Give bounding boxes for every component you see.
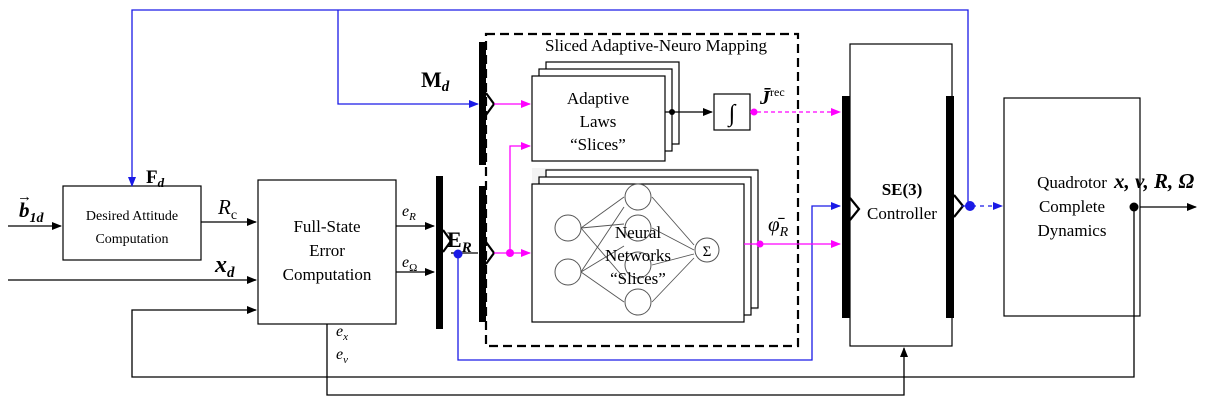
quadrotor-label-2: Complete xyxy=(1039,197,1105,216)
j-rec-label: J̄rec xyxy=(759,85,785,109)
full-state-error-label-2: Error xyxy=(309,241,345,260)
ev-label: ev xyxy=(336,346,348,366)
controller-output-bar xyxy=(946,96,965,318)
er-to-controller-wire xyxy=(457,202,841,361)
sum-symbol: Σ xyxy=(703,244,712,260)
neural-networks-label-1: Neural xyxy=(615,223,662,242)
full-state-error-label-1: Full-State xyxy=(293,217,360,236)
state-output-label: x, v, R, Ω xyxy=(1113,169,1195,193)
er-label: eR xyxy=(402,203,416,223)
adaptive-output-dot xyxy=(669,109,675,115)
controller-output-dot xyxy=(965,201,975,211)
state-branch-dot xyxy=(1129,202,1139,212)
er-branch-dot xyxy=(453,249,463,259)
neural-networks-label-2: Networks xyxy=(605,246,671,265)
adaptive-laws-block xyxy=(531,75,666,162)
controller-block xyxy=(849,43,953,347)
full-state-error-label-3: Computation xyxy=(283,265,372,284)
er-to-adaptive-arrow xyxy=(509,142,531,253)
ex-ev-to-controller xyxy=(326,324,908,396)
full-state-error-block xyxy=(257,179,397,325)
mux-bar-er xyxy=(436,176,453,329)
integrator-symbol: ∫ xyxy=(727,101,737,128)
neural-network-graph xyxy=(554,183,720,316)
phi-label: φ̄R xyxy=(768,212,789,240)
adaptive-laws-label-3: “Slices” xyxy=(570,135,626,154)
adaptive-laws-label-1: Adaptive xyxy=(567,89,629,108)
state-feedback-to-error xyxy=(131,207,1135,378)
phi-dot xyxy=(756,240,764,248)
b1d-vector-arrow: → xyxy=(17,189,32,205)
fd-label: Fd xyxy=(146,167,165,190)
md-feedback-wire xyxy=(337,10,479,108)
sliced-mapping-title: Sliced Adaptive-Neuro Mapping xyxy=(545,36,767,55)
controller-label-bold: SE(3) xyxy=(882,180,923,199)
controller-label: Controller xyxy=(867,204,937,223)
md-label: Md xyxy=(421,67,450,95)
quadrotor-dynamics-block xyxy=(1003,97,1141,317)
eomega-label: eΩ xyxy=(402,254,417,274)
er-bus-label: ER xyxy=(447,227,472,256)
desired-attitude-label-1: Desired Attitude xyxy=(86,209,178,224)
b1d-label: b1d xyxy=(19,198,45,226)
quadrotor-label-3: Dynamics xyxy=(1038,221,1107,240)
j-rec-dot xyxy=(750,108,758,116)
xd-label: xd xyxy=(214,252,235,281)
adaptive-laws-label-2: Laws xyxy=(580,112,617,131)
controller-input-bar xyxy=(842,96,861,318)
ex-label: ex xyxy=(336,323,348,343)
quadrotor-label-1: Quadrotor xyxy=(1037,173,1107,192)
rc-label: Rc xyxy=(217,195,237,223)
er-mag-branch-dot xyxy=(506,249,514,257)
desired-attitude-label-2: Computation xyxy=(95,232,168,247)
desired-attitude-block xyxy=(62,185,202,261)
neural-networks-label-3: “Slices” xyxy=(610,269,666,288)
